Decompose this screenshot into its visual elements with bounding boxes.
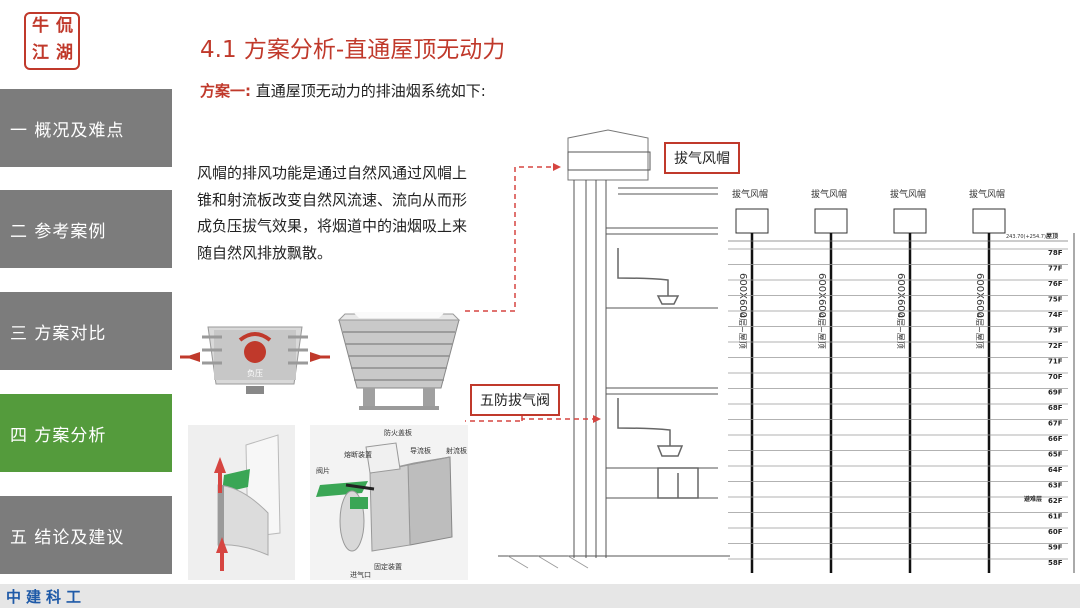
seal-char: 侃 (56, 16, 73, 36)
riser-hood-box (893, 208, 927, 234)
exhaust-hood-photo (337, 312, 461, 410)
riser-note-label: 4层~屋顶 (975, 313, 984, 349)
valve-assembly-photo: 防火盖板 熔断装置 阀片 导流板 射流板 固定装置 进气口 (310, 425, 468, 580)
floor-label: 68F (1048, 404, 1063, 412)
floor-label: 67F (1048, 420, 1063, 428)
riser-note-label: 4层~屋顶 (738, 313, 747, 349)
guide-plate-label: 导流板 (410, 446, 431, 455)
riser-diagram: 拔气风帽600X6004层~屋顶拔气风帽600X6004层~屋顶拔气风帽600X… (728, 188, 1075, 573)
floor-label: 66F (1048, 435, 1063, 443)
refuge-floor-label: 避难层 (1023, 495, 1042, 503)
sidebar-item-label: 一 概况及难点 (10, 120, 125, 141)
sidebar-item-reference-cases[interactable]: 二 参考案例 (0, 190, 172, 268)
valve-callout: 五防拔气阀 (470, 384, 560, 416)
riser-hood-box (735, 208, 769, 234)
floor-label: 60F (1048, 528, 1063, 536)
fixing-label: 固定装置 (374, 562, 402, 571)
hood-callout: 拔气风帽 (664, 142, 740, 174)
floor-label: 58F (1048, 559, 1063, 567)
floor-label: 78F (1048, 249, 1063, 257)
company-seal-logo: 牛 侃 江 湖 (24, 12, 80, 70)
floor-label: 64F (1048, 466, 1063, 474)
riser-hood-label: 拔气风帽 (969, 188, 1005, 200)
sidebar-item-label: 四 方案分析 (10, 425, 107, 446)
roof-label: 屋顶 (1046, 232, 1058, 240)
sidebar-item-analysis[interactable]: 四 方案分析 (0, 394, 172, 472)
floor-label: 74F (1048, 311, 1063, 319)
floor-label: 73F (1048, 327, 1063, 335)
floor-label: 77F (1048, 265, 1063, 273)
valve-blade-label: 阀片 (316, 466, 330, 475)
seal-char: 牛 (32, 16, 49, 36)
elevation-label: 243.70(+254.7) (1006, 234, 1046, 240)
sidebar-item-label: 二 参考案例 (10, 221, 107, 242)
floor-label: 75F (1048, 296, 1063, 304)
footer-bar: 中建科工 (0, 584, 1080, 608)
shaft-section-drawing (498, 129, 730, 569)
seal-char: 江 (32, 43, 49, 63)
floor-label: 59F (1048, 544, 1063, 552)
floor-label: 70F (1048, 373, 1063, 381)
riser-note-label: 4层~屋顶 (896, 313, 905, 349)
riser-hood-label: 拔气风帽 (732, 188, 768, 200)
floor-label: 72F (1048, 342, 1063, 350)
description-text: 风帽的排风功能是通过自然风通过风帽上锥和射流板改变自然风流速、流向从而形成负压拔… (197, 164, 468, 262)
page-title: 4.1 方案分析-直通屋顶无动力 (200, 37, 506, 63)
sidebar-item-label: 五 结论及建议 (10, 527, 125, 548)
fire-cover-label: 防火盖板 (384, 428, 412, 437)
riser-hood-box (814, 208, 848, 234)
negative-pressure-label: 负压 (247, 368, 263, 378)
valve-blade-photo (188, 425, 295, 580)
subtitle-highlight: 方案一: (200, 82, 251, 100)
riser-hood-box (972, 208, 1006, 234)
jet-plate-label: 射流板 (446, 446, 467, 455)
floor-label: 65F (1048, 451, 1063, 459)
floor-label: 69F (1048, 389, 1063, 397)
inlet-label: 进气口 (350, 570, 371, 579)
subtitle-text: 直通屋顶无动力的排油烟系统如下: (255, 82, 486, 100)
seal-char: 湖 (56, 43, 73, 63)
sidebar-item-comparison[interactable]: 三 方案对比 (0, 292, 172, 370)
floor-label: 61F (1048, 513, 1063, 521)
riser-hood-label: 拔气风帽 (890, 188, 926, 200)
floor-label: 62F (1048, 497, 1063, 505)
page-subtitle: 方案一: 直通屋顶无动力的排油烟系统如下: (200, 80, 486, 101)
sidebar-item-overview[interactable]: 一 概况及难点 (0, 89, 172, 167)
sidebar-item-conclusion[interactable]: 五 结论及建议 (0, 496, 172, 574)
floor-label: 76F (1048, 280, 1063, 288)
riser-hood-label: 拔气风帽 (811, 188, 847, 200)
fuse-label: 熔断装置 (344, 450, 372, 459)
floor-label: 63F (1048, 482, 1063, 490)
hood-section-photo: 负压 (180, 312, 330, 397)
sidebar-nav: 一 概况及难点 二 参考案例 三 方案对比 四 方案分析 五 结论及建议 (0, 0, 172, 608)
brand-logo: 中建科工 (6, 588, 87, 606)
floor-label: 71F (1048, 358, 1063, 366)
riser-note-label: 4层~屋顶 (817, 313, 826, 349)
sidebar-item-label: 三 方案对比 (10, 323, 107, 344)
